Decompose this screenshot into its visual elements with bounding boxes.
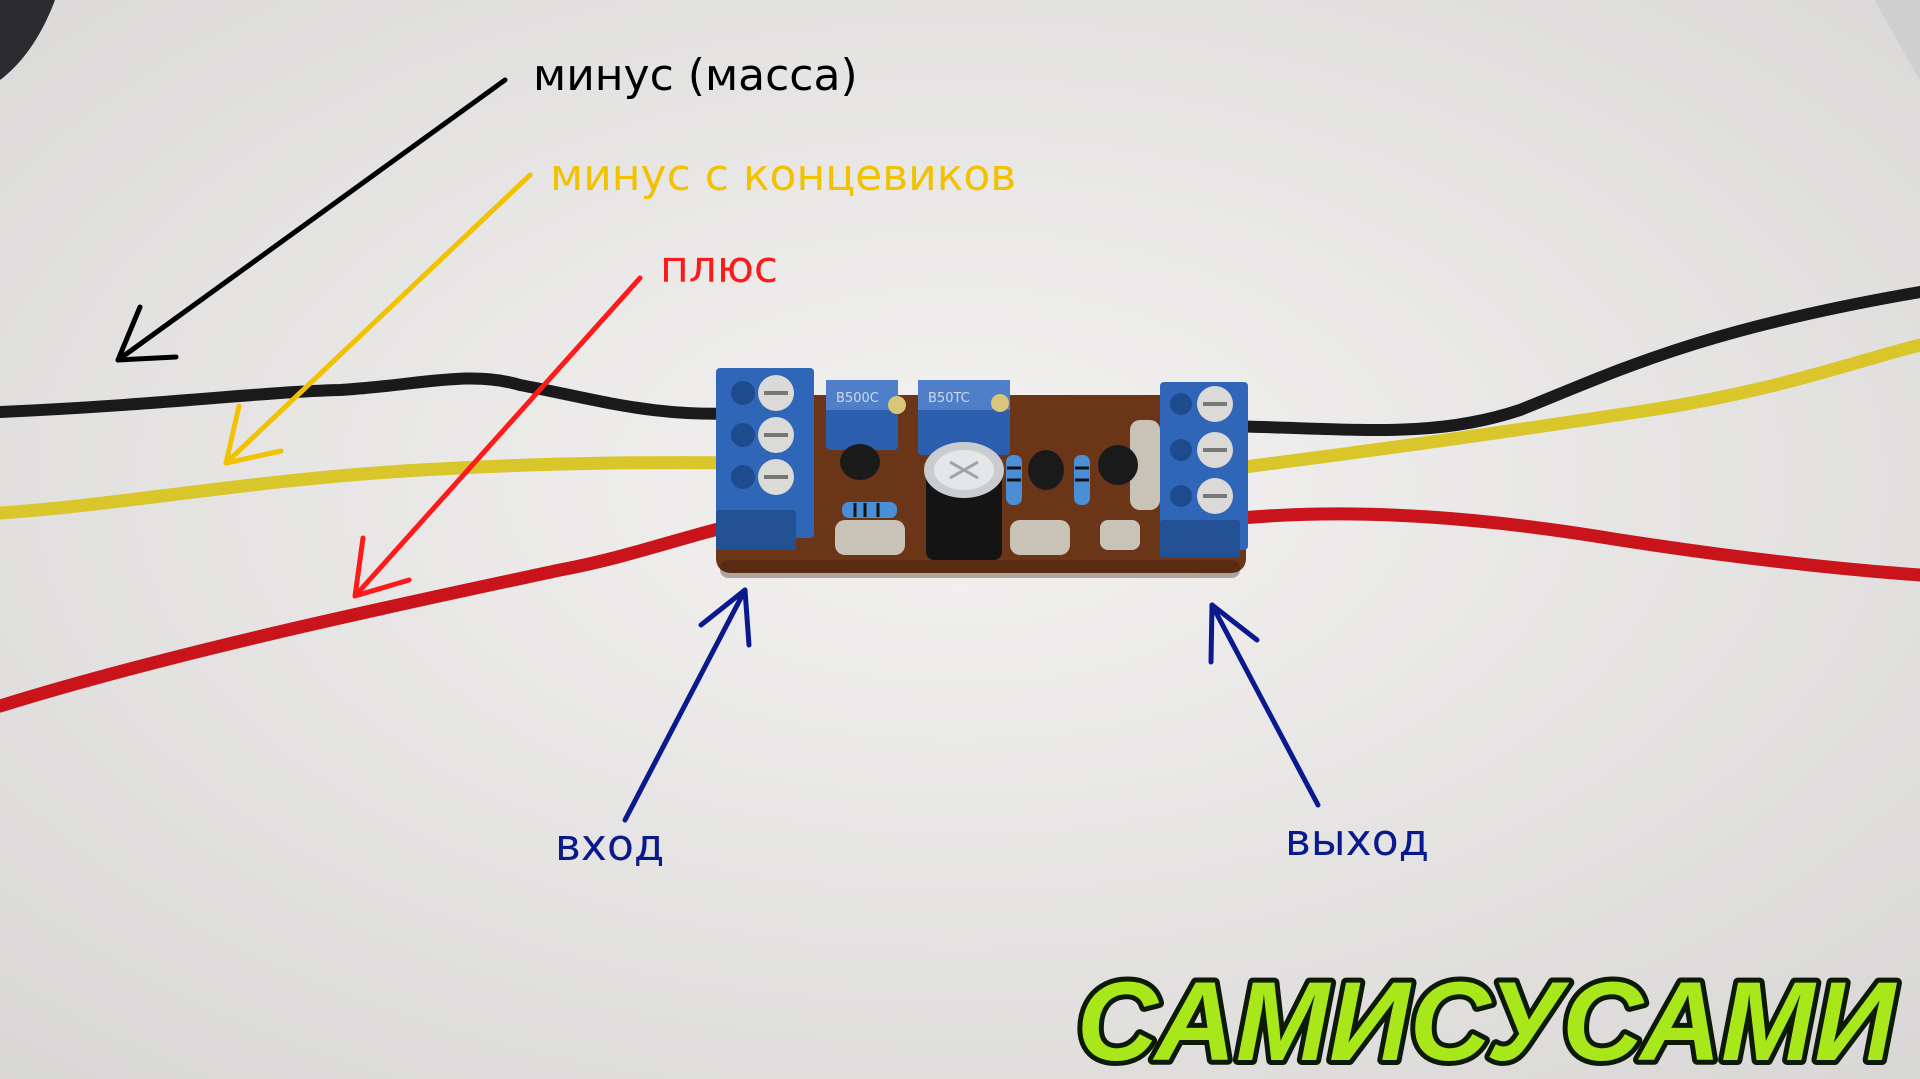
trimmer-marking-2: B50TC	[928, 391, 970, 406]
yellow-wire-left	[0, 456, 767, 520]
transistor-2	[1028, 450, 1064, 490]
output-terminal-block	[1160, 382, 1248, 558]
black-wire-right	[1214, 286, 1920, 437]
ground-arrow	[115, 77, 508, 363]
capacitor	[924, 442, 1004, 560]
wires	[0, 286, 1920, 713]
transistor-1	[840, 444, 880, 480]
input-terminal-block	[716, 368, 814, 550]
channel-logo: САМИСУСАМИ	[1077, 959, 1898, 1079]
trimmer-marking-1: B500C	[836, 391, 879, 406]
corner-cable-right	[1875, 0, 1920, 80]
door-switch-arrow	[223, 172, 533, 466]
red-wire-right	[1213, 507, 1920, 582]
circuit-module: B500C B50TC	[716, 368, 1248, 578]
trimmer-potentiometers: B500C B50TC	[826, 380, 1010, 455]
plus-arrow	[352, 275, 643, 599]
red-wire-left	[0, 513, 767, 713]
output-arrow	[1208, 602, 1321, 808]
input-arrow	[622, 587, 752, 823]
label-input: вход	[555, 820, 664, 871]
solder-pads	[835, 420, 1160, 555]
pcb-shadow	[720, 560, 1240, 578]
label-output: выход	[1285, 815, 1429, 866]
label-ground: минус (масса)	[533, 50, 858, 101]
yellow-wire-right	[1213, 338, 1920, 477]
black-wire-left	[0, 372, 766, 420]
transistor-3	[1098, 445, 1138, 485]
label-door-switch: минус с концевиков	[550, 150, 1016, 201]
label-plus: плюс	[660, 242, 778, 293]
resistors	[842, 455, 1090, 518]
corner-cable	[0, 0, 55, 80]
